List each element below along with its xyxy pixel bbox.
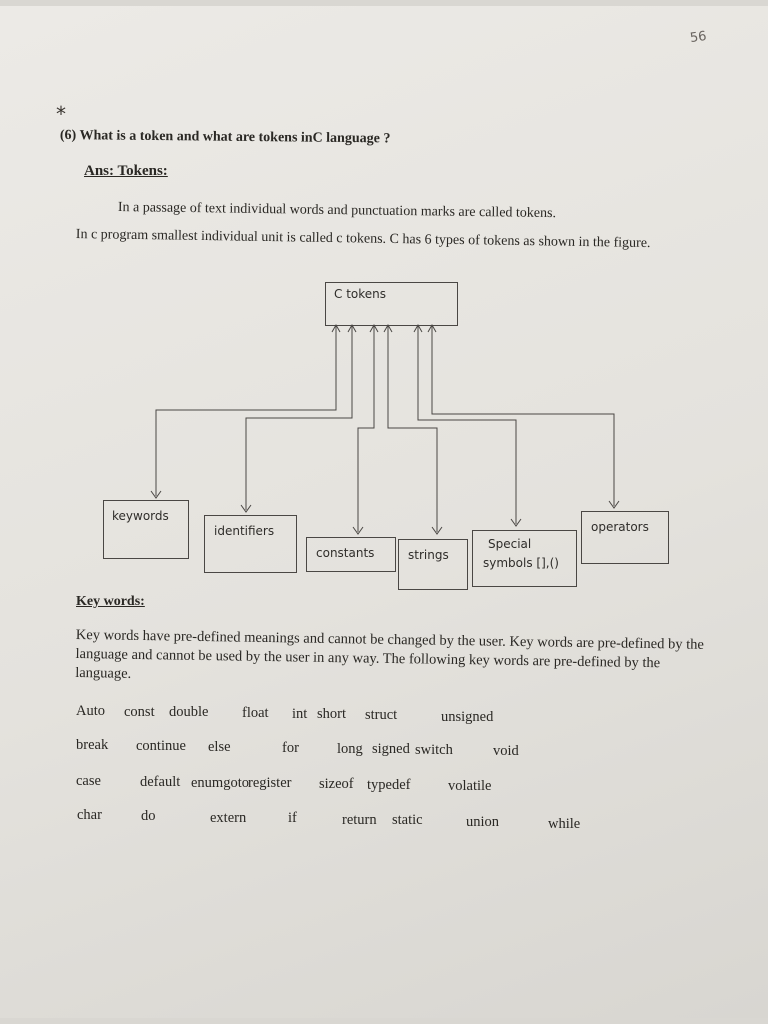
node-c-tokens (325, 282, 458, 326)
keyword: for (282, 740, 299, 756)
keyword: register (248, 775, 292, 791)
keyword: case (76, 773, 101, 789)
keyword: else (208, 739, 231, 755)
node-operators-label: operators (591, 520, 649, 534)
keyword: switch (415, 742, 453, 758)
keywords-heading: Key words: (76, 594, 145, 609)
node-special-label-1: Special (488, 537, 532, 551)
paper-page (0, 6, 768, 1018)
keyword: Auto (76, 703, 105, 719)
keyword: if (288, 810, 297, 826)
star-mark: * (56, 102, 66, 126)
keyword: enumgoto (191, 775, 249, 791)
node-constants (306, 537, 396, 572)
keyword: long (337, 741, 363, 757)
node-special-label-2: symbols [],() (483, 556, 559, 570)
keyword: typedef (367, 777, 411, 793)
node-operators (581, 511, 669, 564)
node-strings (398, 539, 468, 590)
node-special-symbols (472, 530, 577, 587)
node-c-tokens-label: C tokens (334, 287, 387, 301)
keyword: continue (136, 738, 186, 754)
keyword: break (76, 737, 109, 753)
keyword: default (140, 774, 181, 790)
keyword: void (493, 743, 519, 759)
keyword: double (169, 704, 209, 720)
keyword: signed (372, 741, 410, 757)
keyword: sizeof (319, 776, 354, 792)
keywords-paragraph: Key words have pre-defined meanings and … (75, 626, 705, 682)
keyword: static (392, 812, 423, 828)
keyword: volatile (448, 778, 492, 794)
keyword: unsigned (441, 709, 494, 725)
node-strings-label: strings (408, 548, 449, 562)
keyword: do (141, 808, 156, 824)
keyword: float (242, 705, 269, 721)
keyword: int (292, 706, 308, 722)
node-keywords (103, 500, 189, 559)
keyword: char (77, 807, 102, 823)
keyword: while (548, 816, 581, 832)
node-constants-label: constants (316, 546, 375, 560)
answer-heading: Ans: Tokens: (84, 163, 168, 179)
keyword: return (342, 812, 377, 828)
node-identifiers (204, 515, 297, 573)
node-identifiers-label: identifiers (214, 524, 275, 538)
keyword: short (317, 706, 346, 722)
keyword: extern (210, 810, 247, 826)
keyword: const (124, 704, 155, 720)
keyword: struct (365, 707, 398, 723)
node-keywords-label: keywords (112, 509, 169, 523)
keyword: union (466, 814, 500, 830)
